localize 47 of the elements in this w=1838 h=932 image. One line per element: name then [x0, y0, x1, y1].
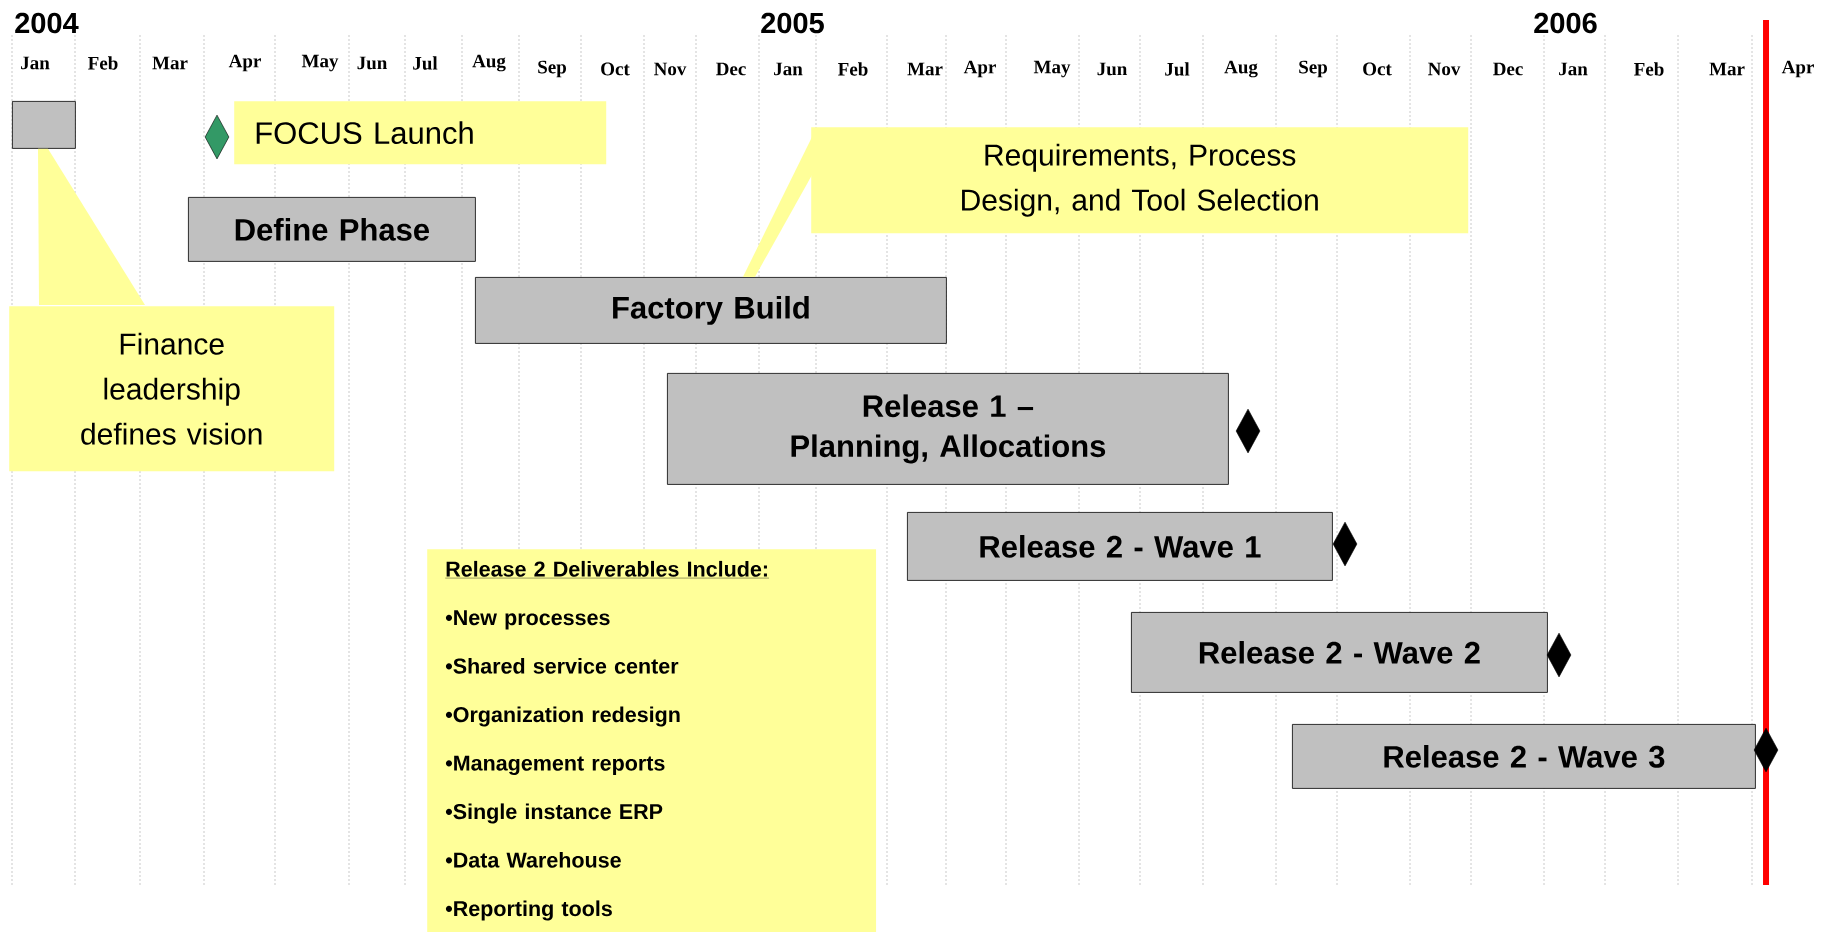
phase-bar: Factory Build [475, 277, 947, 344]
month-label: May [301, 54, 339, 72]
year-label: 2004 [15, 12, 79, 34]
month-label: Jan [1559, 62, 1588, 76]
month-label: Feb [1634, 62, 1664, 76]
month-label: Jul [1165, 62, 1190, 76]
month-label: Apr [228, 54, 261, 72]
month-label: Nov [1428, 62, 1461, 76]
callout-pointer [38, 148, 145, 305]
month-label: Aug [1224, 60, 1258, 78]
milestone-diamond [1546, 632, 1572, 678]
month-label: Aug [472, 54, 506, 72]
milestone-diamond [1235, 408, 1261, 454]
month-label: Jan [21, 56, 50, 70]
month-label: Jul [413, 56, 438, 70]
month-label: Feb [838, 62, 868, 76]
phase-bar: Release 2 - Wave 2 [1131, 612, 1548, 693]
phase-bar: Release 2 - Wave 3 [1292, 724, 1756, 789]
month-label: Nov [654, 62, 687, 76]
month-label: Sep [538, 60, 566, 78]
month-label: May [1033, 60, 1071, 78]
task-bar [12, 101, 76, 149]
month-label: Dec [716, 62, 746, 76]
month-label: Oct [601, 62, 630, 76]
month-label: Mar [907, 62, 943, 76]
month-label: Jun [1097, 62, 1128, 76]
milestone-diamond [204, 114, 230, 160]
year-label: 2005 [761, 12, 824, 34]
callout-pointer [742, 137, 812, 277]
callout-box: FOCUS Launch [234, 101, 607, 165]
milestone-diamond [1332, 521, 1358, 567]
month-label: Apr [963, 60, 996, 78]
phase-bar: Define Phase [188, 197, 476, 262]
month-label: Mar [152, 56, 188, 70]
month-label: Oct [1363, 62, 1392, 76]
month-label: Mar [1709, 62, 1745, 76]
month-label: Jun [357, 56, 388, 70]
month-label: Sep [1299, 60, 1327, 78]
month-label: Dec [1493, 62, 1523, 76]
month-label: Jan [774, 62, 803, 76]
phase-bar: Release 1 – Planning, Allocations [667, 373, 1229, 485]
milestone-diamond [1753, 727, 1779, 773]
phase-bar: Release 2 - Wave 1 [907, 512, 1333, 581]
month-label: Apr [1781, 60, 1814, 78]
year-label: 2006 [1534, 12, 1597, 34]
note-box: Release 2 Deliverables Include: •New processes •Shared service center •Organization redesign •Management reports •Single instance ERP •Data Warehouse •Reporting tools [427, 549, 877, 932]
month-label: Feb [88, 56, 118, 70]
